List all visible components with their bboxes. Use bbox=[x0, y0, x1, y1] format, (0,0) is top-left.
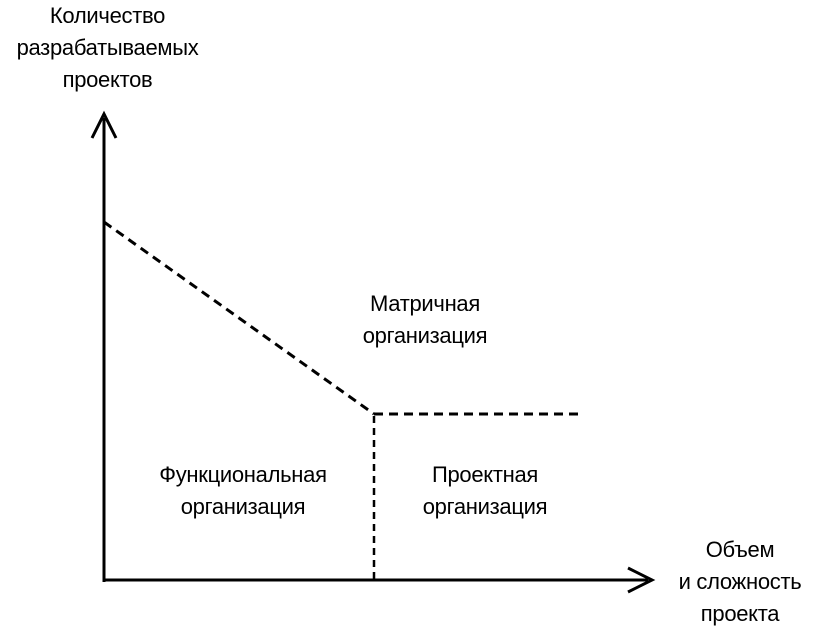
x-axis-title-line: и сложность bbox=[678, 569, 802, 594]
x-axis-title: Объем и сложность проекта bbox=[665, 534, 815, 630]
y-axis-title-line: Количество bbox=[49, 3, 166, 28]
region-label-line: организация bbox=[362, 323, 488, 348]
x-axis bbox=[104, 566, 656, 594]
x-axis-title-line: проекта bbox=[700, 601, 780, 626]
y-axis-title-line: разрабатываемых bbox=[16, 35, 199, 60]
region-label-line: Функциональная bbox=[159, 462, 327, 487]
y-axis-title-line: проектов bbox=[62, 67, 153, 92]
y-axis-title: Количество разрабатываемых проектов bbox=[0, 0, 215, 96]
region-label-line: организация bbox=[180, 494, 306, 519]
region-label-line: организация bbox=[422, 494, 548, 519]
sloped-boundary bbox=[103, 220, 375, 416]
region-label-project: Проектная организация bbox=[385, 459, 585, 523]
x-axis-arrowhead bbox=[627, 566, 656, 594]
x-axis-title-line: Объем bbox=[705, 537, 775, 562]
y-axis bbox=[90, 110, 118, 582]
y-axis-arrowhead bbox=[90, 110, 118, 139]
region-label-functional: Функциональная организация bbox=[118, 459, 368, 523]
region-label-matrix: Матричная организация bbox=[300, 288, 550, 352]
region-label-line: Матричная bbox=[370, 291, 480, 316]
region-label-line: Проектная bbox=[431, 462, 539, 487]
